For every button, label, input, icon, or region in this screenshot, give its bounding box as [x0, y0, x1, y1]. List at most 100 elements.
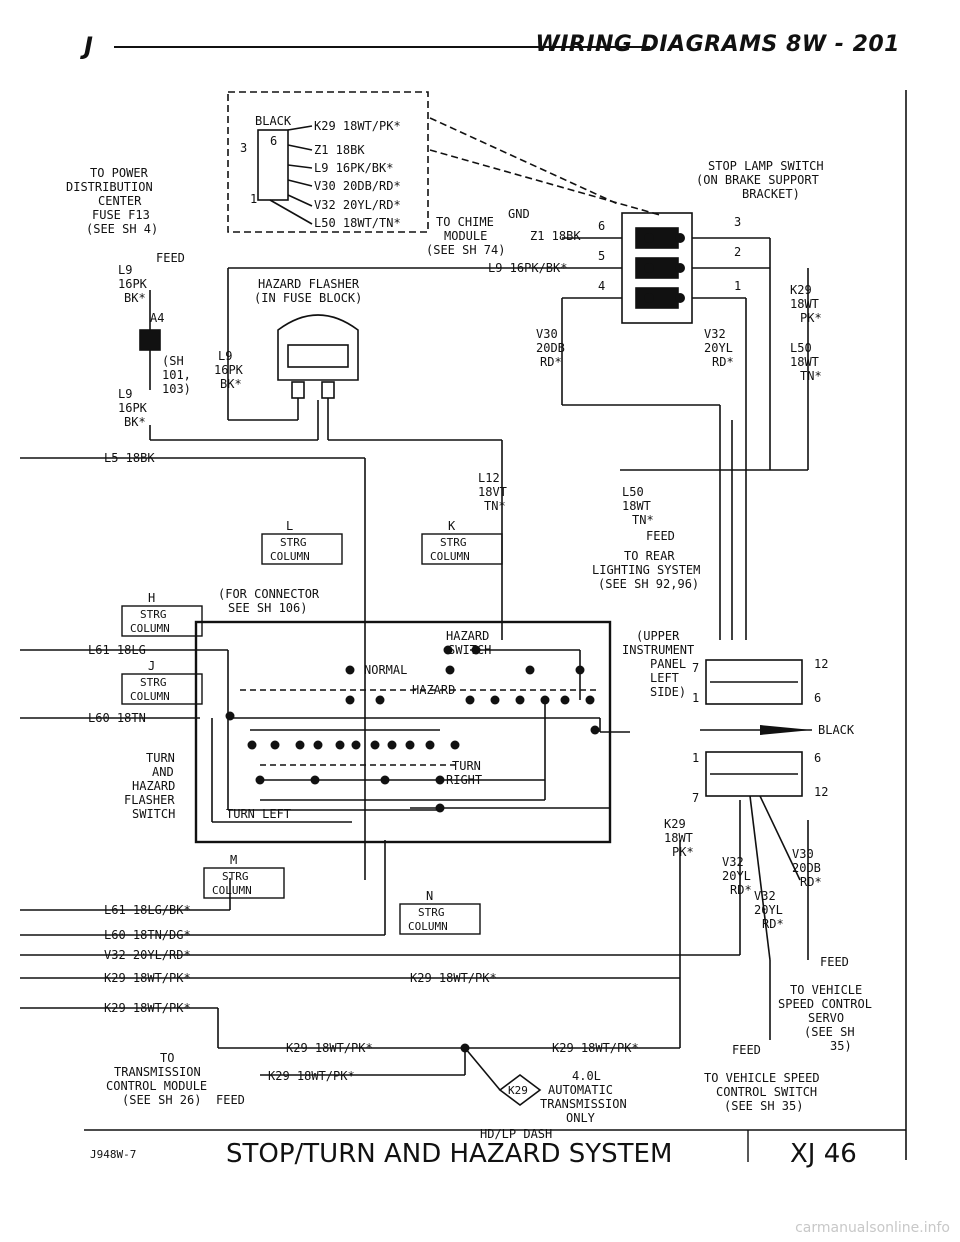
connector-wire-1: K29 18WT/PK* — [314, 119, 401, 133]
lr-v32b-3: RD* — [762, 917, 784, 931]
hazard-label-4: FLASHER — [124, 793, 175, 807]
chime-line-3: (SEE SH 74) — [426, 243, 505, 257]
stop-switch-pin-5: 5 — [598, 249, 605, 263]
trans-k29-3: K29 18WT/PK* — [268, 1069, 355, 1083]
strg-N-line1: STRG — [418, 906, 445, 919]
power-line-4: FUSE F13 — [92, 208, 150, 222]
ip-pin-7: 7 — [692, 661, 699, 675]
hazard-label-2: AND — [152, 765, 174, 779]
hazard-label-5: SWITCH — [132, 807, 175, 821]
connector-wire-3: L9 16PK/BK* — [314, 161, 393, 175]
ip-lower-pin-1: 1 — [692, 751, 699, 765]
wire-k29mid: K29 18WT/PK* — [410, 971, 497, 985]
power-sheet-ref-2: 101, — [162, 368, 191, 382]
lr-servo-2: SPEED CONTROL — [778, 997, 872, 1011]
strg-J-box — [121, 673, 203, 705]
footer-title: STOP/TURN AND HAZARD SYSTEM — [226, 1139, 672, 1169]
ip-title-4: LEFT — [650, 671, 679, 685]
lr-v32b-2: 20YL — [754, 903, 783, 917]
strg-K-box — [421, 533, 503, 565]
connector-wire-2: Z1 18BK — [314, 143, 365, 157]
strg-K-letter: K — [448, 519, 456, 533]
flasher-l9-2: 16PK — [214, 363, 244, 377]
header-title: WIRING DIAGRAMS 8W - 201 — [535, 32, 900, 57]
stop-switch-z1: Z1 18BK — [530, 229, 581, 243]
trans-auto-3: TRANSMISSION — [540, 1097, 627, 1111]
hazard-turn-left: TURN LEFT — [226, 807, 291, 821]
rear-line-1: TO REAR — [624, 549, 675, 563]
wire-l60: L60 18TN — [88, 711, 146, 725]
stop-switch-l50-2: 18WT — [790, 355, 819, 369]
connector-wire-5: V32 20YL/RD* — [314, 198, 401, 212]
rear-line-3: (SEE SH 92,96) — [598, 577, 699, 591]
stop-switch-pin-2: 2 — [734, 245, 741, 259]
watermark: carmanualsonline.info — [795, 1220, 950, 1236]
rear-feed: FEED — [646, 529, 675, 543]
strg-J-letter: J — [148, 659, 155, 673]
wire-v32: V32 20YL/RD* — [104, 948, 191, 962]
lr-v32a-1: V32 — [722, 855, 744, 869]
strg-L-line1: STRG — [280, 536, 307, 549]
flasher-title-2: (IN FUSE BLOCK) — [254, 291, 362, 305]
page-header: J WIRING DIAGRAMS 8W - 201 — [84, 30, 900, 62]
stop-switch-v30-2: 20DB — [536, 341, 565, 355]
stop-switch-pin-1: 1 — [734, 279, 741, 293]
stop-switch-v32-2: 20YL — [704, 341, 733, 355]
strg-H-box — [121, 605, 203, 637]
l12-wire-1: L12 — [478, 471, 500, 485]
trans-diamond: K29 — [508, 1084, 528, 1097]
power-line-5: (SEE SH 4) — [86, 222, 158, 236]
stop-switch-l9: L9 16PK/BK* — [488, 261, 567, 275]
strg-K-line2: COLUMN — [430, 550, 470, 563]
ip-title-1: (UPPER — [636, 629, 680, 643]
wire-l60b: L60 18TN/DG* — [104, 928, 191, 942]
lr-switch-2: CONTROL SWITCH — [716, 1085, 817, 1099]
lr-switch-1: TO VEHICLE SPEED — [704, 1071, 820, 1085]
lr-feed: FEED — [820, 955, 849, 969]
strg-M-line1: STRG — [222, 870, 249, 883]
hazard-normal: NORMAL — [364, 663, 407, 677]
ip-pin-12: 12 — [814, 657, 828, 671]
stop-switch-title-1: STOP LAMP SWITCH — [708, 159, 824, 173]
hazard-title-1: HAZARD — [446, 629, 489, 643]
power-sheet-ref-1: (SH — [162, 354, 184, 368]
flasher-title-1: HAZARD FLASHER — [258, 277, 360, 291]
l5-wire: L5 18BK — [104, 451, 155, 465]
lr-k29-1: K29 — [664, 817, 686, 831]
power-line-1: TO POWER — [90, 166, 149, 180]
connector-pin-1: 1 — [250, 192, 257, 206]
stop-switch-l50-3: TN* — [800, 369, 822, 383]
lr-servo-1: TO VEHICLE — [790, 983, 862, 997]
connector-pin-3: 3 — [240, 141, 247, 155]
power-feed-label: FEED — [156, 251, 185, 265]
power-wire-bottom-2: 16PK — [118, 401, 148, 415]
ip-lower-pin-12: 12 — [814, 785, 828, 799]
lr-v30-1: V30 — [792, 847, 814, 861]
connector-color: BLACK — [255, 114, 292, 128]
rear-l50-3: TN* — [632, 513, 654, 527]
strg-M-line2: COLUMN — [212, 884, 252, 897]
strg-L-line2: COLUMN — [270, 550, 310, 563]
stop-switch-v30-1: V30 — [536, 327, 558, 341]
lr-v30-2: 20DB — [792, 861, 821, 875]
strg-M-box — [203, 867, 285, 899]
chime-line-1: TO CHIME — [436, 215, 494, 229]
footer-code: J948W-7 — [90, 1148, 136, 1161]
lr-servo-3: SERVO — [808, 1011, 844, 1025]
ip-title-2: INSTRUMENT — [622, 643, 694, 657]
stop-switch-k29-2: 18WT — [790, 297, 819, 311]
rear-line-2: LIGHTING SYSTEM — [592, 563, 700, 577]
for-connector-2: SEE SH 106) — [228, 601, 307, 615]
lr-k29-2: 18WT — [664, 831, 693, 845]
flasher-l9-3: BK* — [220, 377, 242, 391]
rear-l50-1: L50 — [622, 485, 644, 499]
power-wire-bottom-1: L9 — [118, 387, 132, 401]
stop-switch-gnd: GND — [508, 207, 530, 221]
ip-pin-6: 6 — [814, 691, 821, 705]
wire-k29a: K29 18WT/PK* — [104, 971, 191, 985]
hazard-turn-right-1: TURN — [452, 759, 481, 773]
trans-k29-1: K29 18WT/PK* — [286, 1041, 373, 1055]
power-wire-top-1: L9 — [118, 263, 132, 277]
strg-N-line2: COLUMN — [408, 920, 448, 933]
stop-switch-v30-3: RD* — [540, 355, 562, 369]
